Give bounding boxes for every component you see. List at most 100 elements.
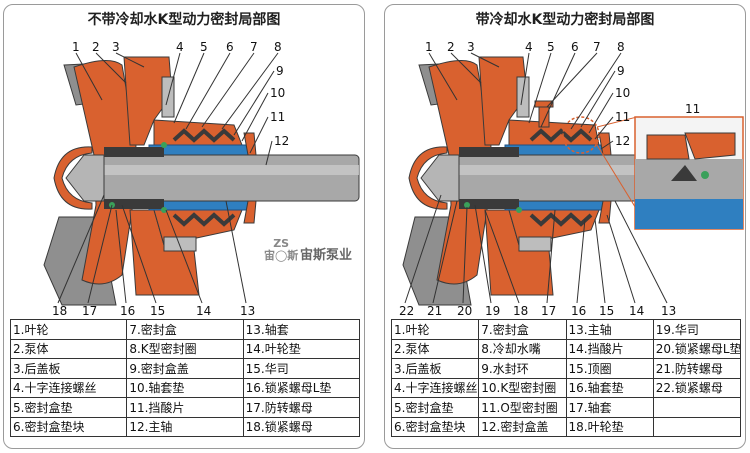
callout-top-9: 9 bbox=[617, 64, 625, 78]
callout-top-12: 12 bbox=[274, 134, 289, 148]
callout-bottom-18: 18 bbox=[513, 304, 528, 318]
callout-bottom-20: 20 bbox=[457, 304, 472, 318]
acid-shield bbox=[598, 132, 612, 224]
o-ring-detail bbox=[671, 165, 697, 181]
legend-cell: 17.防转螺母 bbox=[242, 397, 361, 418]
callout-top-10: 10 bbox=[615, 86, 630, 100]
legend-cell: 8.K型密封圈 bbox=[126, 338, 244, 359]
legend-cell: 5.密封盒垫 bbox=[390, 397, 480, 418]
callout-bottom-16: 16 bbox=[571, 304, 586, 318]
right-panel-title: 带冷却水K型动力密封局部图 bbox=[475, 12, 655, 28]
callout-top-8: 8 bbox=[274, 40, 282, 54]
legend-cell: 12.主轴 bbox=[126, 416, 244, 437]
impeller-gear-upper bbox=[459, 147, 519, 157]
callout-top-10: 10 bbox=[270, 86, 285, 100]
legend-cell: 14.叶轮垫 bbox=[242, 338, 361, 359]
k-seal-upper bbox=[172, 128, 236, 143]
k-seal-lower bbox=[172, 212, 236, 227]
legend-cell: 1.叶轮 bbox=[9, 319, 128, 340]
cross-bolt-lower bbox=[163, 236, 197, 252]
right-seal-diagram: 1 2 3 4 5 6 7 8 9 10 11 12 11 22 21 20 1… bbox=[399, 40, 744, 318]
legend-cell: 14.挡酸片 bbox=[565, 338, 654, 359]
legend-cell: 10.轴套垫 bbox=[126, 377, 244, 398]
watermark-logo: ZS 宙◯斯 bbox=[264, 237, 299, 262]
nut-cap bbox=[408, 146, 448, 210]
nut-cap bbox=[53, 146, 93, 210]
callout-bottom-17: 17 bbox=[541, 304, 556, 318]
callout-top-9: 9 bbox=[276, 64, 284, 78]
legend-cell: 2.泵体 bbox=[9, 338, 128, 359]
legend-cell: 16.轴套垫 bbox=[565, 377, 654, 398]
callout-bottom-14: 14 bbox=[196, 304, 211, 318]
callout-top-11: 11 bbox=[615, 110, 630, 124]
callout-top-4: 4 bbox=[525, 40, 533, 54]
seal-box-upper bbox=[153, 119, 243, 146]
main-shaft bbox=[88, 154, 360, 202]
acid-shield bbox=[243, 132, 257, 224]
callout-top-8: 8 bbox=[617, 40, 625, 54]
legend-cell: 20.锁紧螺母L垫 bbox=[652, 338, 742, 359]
legend-cell: 3.后盖板 bbox=[9, 358, 128, 379]
legend-cell: 3.后盖板 bbox=[390, 358, 480, 379]
lock-nut bbox=[65, 154, 105, 202]
callout-top-4: 4 bbox=[176, 40, 184, 54]
callout-top-1: 1 bbox=[72, 40, 80, 54]
legend-cell: 18.叶轮垫 bbox=[565, 416, 654, 437]
legend-cell: 13.轴套 bbox=[242, 319, 361, 340]
legend-cell: 5.密封盒垫 bbox=[9, 397, 128, 418]
callout-top-7: 7 bbox=[593, 40, 601, 54]
impeller-gear-lower bbox=[459, 199, 519, 209]
legend-cell: 1.叶轮 bbox=[390, 319, 480, 340]
legend-cell bbox=[652, 416, 742, 437]
impeller-gear-upper bbox=[104, 147, 164, 157]
legend-cell: 2.泵体 bbox=[390, 338, 480, 359]
callout-top-5: 5 bbox=[200, 40, 208, 54]
legend-cell bbox=[652, 397, 742, 418]
detail-callout-11: 11 bbox=[685, 102, 700, 116]
callout-top-6: 6 bbox=[226, 40, 234, 54]
legend-cell: 12.密封盒盖 bbox=[478, 416, 567, 437]
impeller-gear-lower bbox=[104, 199, 164, 209]
legend-cell: 13.主轴 bbox=[565, 319, 654, 340]
callout-bottom-21: 21 bbox=[427, 304, 442, 318]
legend-cell: 19.华司 bbox=[652, 319, 742, 340]
callout-bottom-18: 18 bbox=[52, 304, 67, 318]
legend-cell: 21.防转螺母 bbox=[652, 358, 742, 379]
callout-bottom-13: 13 bbox=[661, 304, 676, 318]
detail-highlight-circle bbox=[562, 116, 600, 154]
legend-cell: 9.水封环 bbox=[478, 358, 567, 379]
gasket-dot bbox=[464, 202, 470, 208]
main-shaft bbox=[444, 154, 646, 202]
legend-cell: 7.密封盒 bbox=[126, 319, 244, 340]
legend-cell: 15.华司 bbox=[242, 358, 361, 379]
callout-bottom-16: 16 bbox=[120, 304, 135, 318]
callout-bottom-19: 19 bbox=[485, 304, 500, 318]
panel-with-cooling-water: 带冷却水K型动力密封局部图 bbox=[384, 4, 746, 449]
legend-cell: 17.轴套 bbox=[565, 397, 654, 418]
watermark-text: 宙斯泵业 bbox=[300, 248, 353, 263]
callout-bottom-14: 14 bbox=[629, 304, 644, 318]
legend-cell: 16.锁紧螺母L垫 bbox=[242, 377, 361, 398]
callout-top-3: 3 bbox=[467, 40, 475, 54]
callout-bottom-15: 15 bbox=[150, 304, 165, 318]
callout-top-2: 2 bbox=[447, 40, 455, 54]
legend-cell: 8.冷却水嘴 bbox=[478, 338, 567, 359]
callout-bottom-17: 17 bbox=[82, 304, 97, 318]
callout-bottom-15: 15 bbox=[599, 304, 614, 318]
callout-top-3: 3 bbox=[112, 40, 120, 54]
cross-bolt-lower bbox=[518, 236, 552, 252]
callout-top-12: 12 bbox=[615, 134, 630, 148]
callout-bottom-13: 13 bbox=[240, 304, 255, 318]
callout-top-5: 5 bbox=[547, 40, 555, 54]
k-seal-upper bbox=[529, 128, 593, 143]
